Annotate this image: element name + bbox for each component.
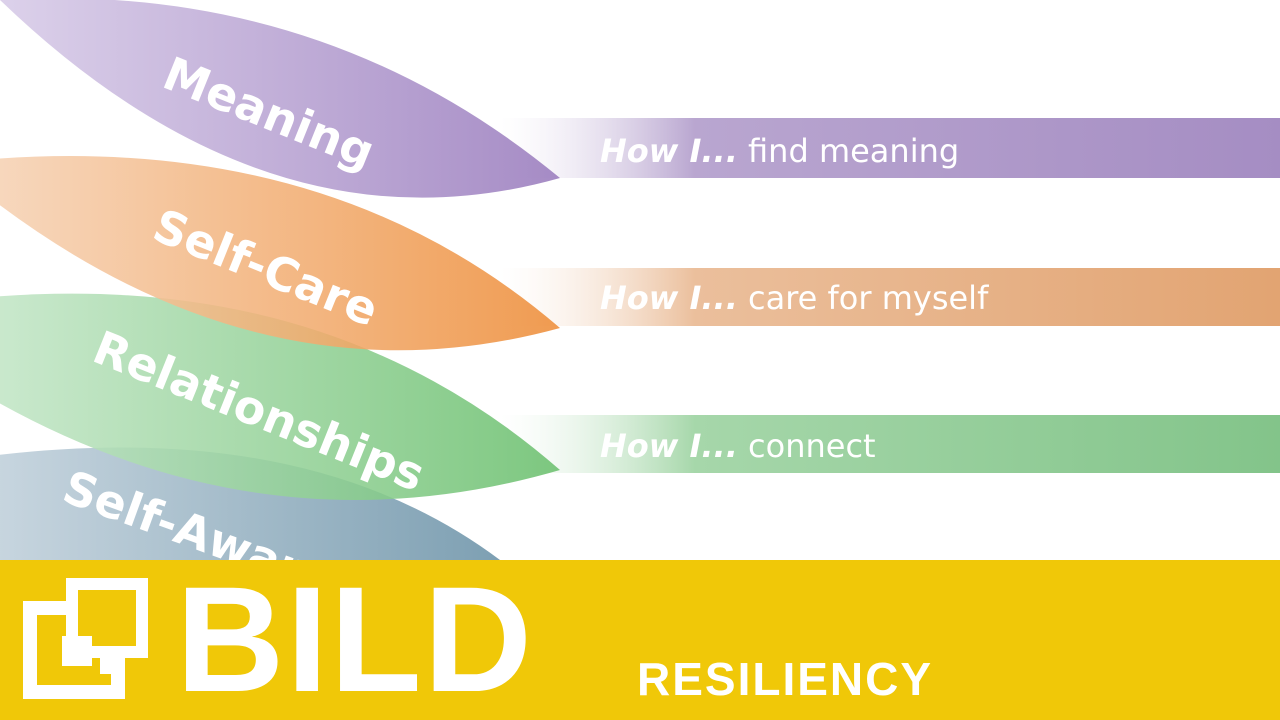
bar-prefix: How I...: [600, 427, 738, 465]
bar-text: care for myself: [738, 279, 989, 317]
petal-meaning: Meaning: [0, 0, 560, 198]
brand-subtitle: RESILIENCY: [637, 653, 934, 705]
bild-logo-icon: [23, 578, 148, 699]
svg-text:How I... care for myself: How I... care for myself: [600, 279, 989, 317]
bar-prefix: How I...: [600, 132, 738, 170]
brand-title: BILD: [176, 555, 534, 720]
svg-text:How I... find meaning: How I... find meaning: [600, 132, 959, 170]
footer-banner: BILD RESILIENCY: [0, 560, 1280, 720]
bar-find-meaning: How I... find meaning: [500, 118, 1280, 178]
bar-prefix: How I...: [600, 279, 738, 317]
bar-text: connect: [738, 427, 876, 465]
bar-text: find meaning: [738, 132, 959, 170]
bar-connect: How I... connect: [500, 415, 1280, 473]
svg-text:How I... connect: How I... connect: [600, 427, 876, 465]
bar-care-for-myself: How I... care for myself: [500, 268, 1280, 326]
